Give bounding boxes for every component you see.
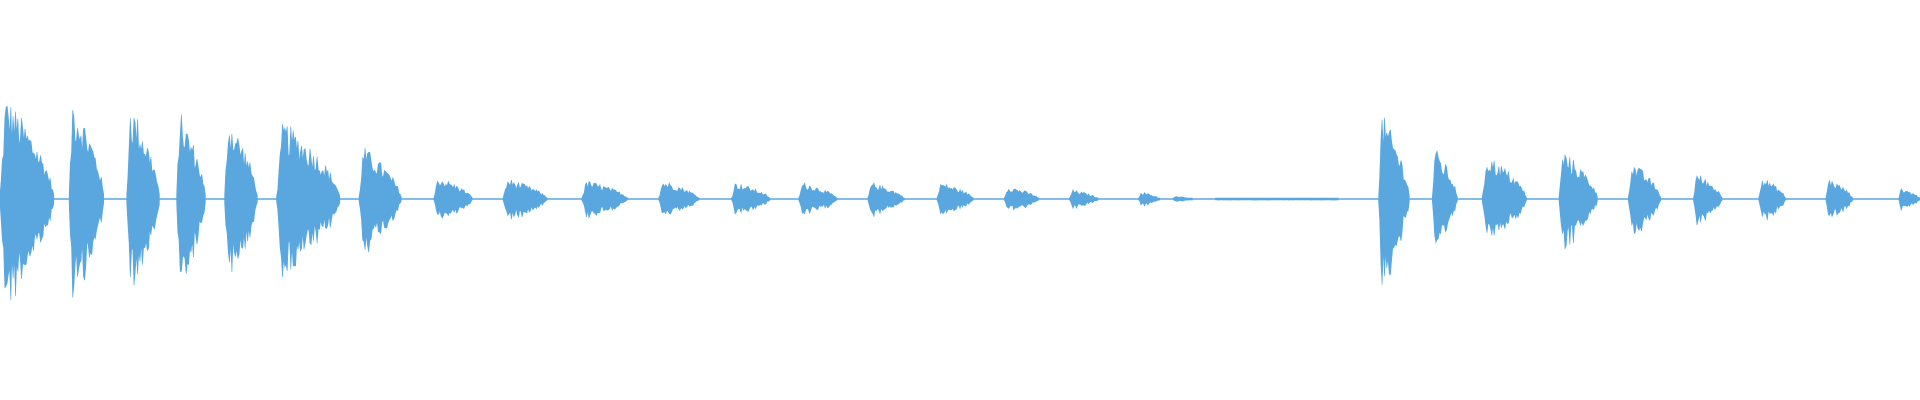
waveform-burst <box>1432 150 1458 244</box>
waveform-burst <box>126 117 160 286</box>
waveform-burst <box>1003 188 1039 211</box>
waveform-burst <box>1215 197 1339 201</box>
waveform-burst <box>798 182 838 215</box>
waveform-burst <box>1069 188 1099 210</box>
waveform-burst <box>581 180 629 219</box>
waveform-burst <box>1378 117 1410 285</box>
waveform-burst <box>176 114 206 274</box>
waveform-burst <box>1481 160 1527 236</box>
waveform-burst <box>433 180 473 219</box>
waveform-burst <box>731 183 771 215</box>
waveform-burst <box>68 110 104 298</box>
waveform-burst <box>1758 180 1786 221</box>
waveform-burst <box>867 182 905 218</box>
waveform-burst <box>224 133 258 273</box>
waveform-burst <box>1172 196 1193 202</box>
waveform-burst <box>1627 166 1662 235</box>
waveform-burst <box>1558 153 1598 250</box>
waveform-burst <box>936 183 974 215</box>
waveform-burst <box>1898 188 1920 212</box>
waveform-burst <box>1825 180 1854 218</box>
waveform-burst <box>276 124 341 278</box>
waveform-burst <box>502 179 548 220</box>
waveform-burst <box>1693 175 1723 226</box>
waveform-bursts <box>0 105 1920 301</box>
waveform-burst <box>658 182 700 215</box>
waveform-burst <box>0 105 55 301</box>
waveform-burst <box>1138 192 1160 207</box>
waveform-burst <box>358 148 402 253</box>
